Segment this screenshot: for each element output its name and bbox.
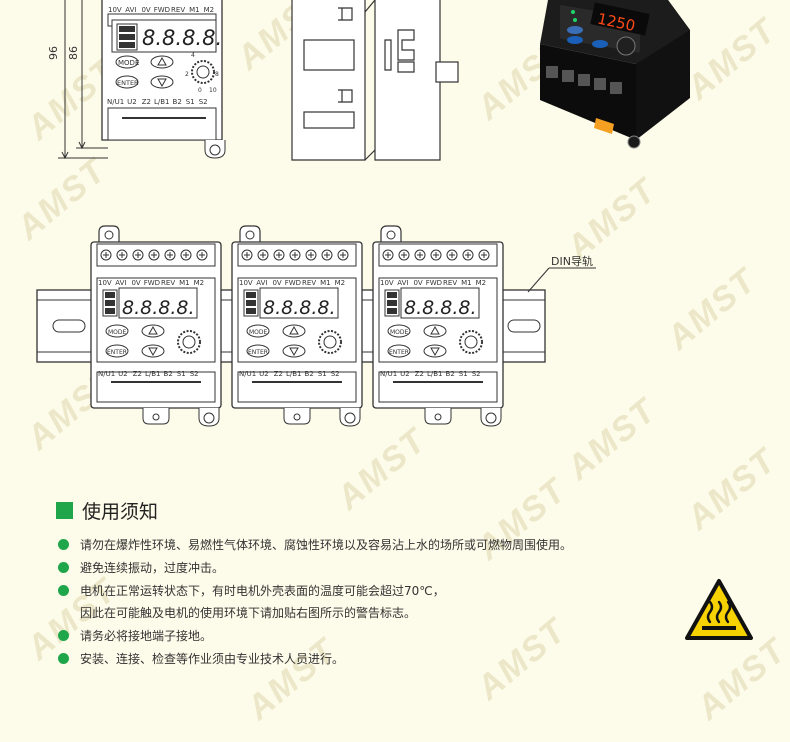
dimension-outer: 96 — [47, 46, 60, 60]
module-1-display: 8.8.8.8. — [122, 297, 195, 319]
bullet-icon — [58, 562, 69, 573]
svg-text:ENTER: ENTER — [248, 349, 268, 356]
bullet-icon — [58, 539, 69, 550]
side-view — [291, 0, 459, 161]
usage-notes-list: 请勿在爆炸性环境、易燃性气体环境、腐蚀性环境以及容易沾上水的场所或可燃物周围使用… — [58, 534, 678, 671]
bullet-icon — [58, 585, 69, 596]
svg-text:MODE: MODE — [249, 329, 268, 336]
svg-text:MODE: MODE — [108, 329, 127, 336]
hot-surface-warning-icon — [685, 579, 753, 640]
technical-drawings: 96 86 8.8.8.8. MODE ENTER 4 2 8 0 10 N/U… — [36, 0, 690, 427]
heading-square-icon — [56, 502, 73, 519]
note-item: 请勿在爆炸性环境、易燃性气体环境、腐蚀性环境以及容易沾上水的场所或可燃物周围使用… — [58, 534, 678, 556]
dimension-inner: 86 — [67, 46, 80, 60]
din-rail-label: DIN导轨 — [551, 254, 593, 268]
svg-text:8: 8 — [215, 71, 219, 78]
note-item: 避免连续振动，过度冲击。 — [58, 557, 678, 579]
front-view-display: 8.8.8.8. — [142, 26, 222, 50]
svg-text:10: 10 — [209, 87, 217, 94]
module-3 — [372, 225, 504, 427]
bullet-icon — [58, 653, 69, 664]
svg-text:ENTER: ENTER — [389, 349, 409, 356]
section-title: 使用须知 — [82, 501, 159, 523]
module-2 — [231, 225, 363, 427]
svg-text:2: 2 — [185, 71, 189, 78]
mode-label: MODE — [118, 59, 139, 67]
product-photo: 1250 — [540, 0, 690, 149]
bullet-icon — [58, 630, 69, 641]
module-3-display: 8.8.8.8. — [404, 297, 477, 319]
svg-text:MODE: MODE — [390, 329, 409, 336]
note-item: 请务必将接地端子接地。 — [58, 625, 678, 647]
note-item: 电机在正常运转状态下，有时电机外壳表面的温度可能会超过70℃， 因此在可能触及电… — [58, 580, 678, 624]
note-item: 安装、连接、检查等作业须由专业技术人员进行。 — [58, 648, 678, 670]
module-2-display: 8.8.8.8. — [263, 297, 336, 319]
module-1 — [90, 225, 222, 427]
svg-text:0: 0 — [198, 87, 202, 94]
enter-label: ENTER — [117, 79, 139, 87]
section-heading: 使用须知 — [56, 497, 158, 524]
dimension-lines — [58, 0, 108, 160]
svg-text:ENTER: ENTER — [107, 349, 127, 356]
svg-text:4: 4 — [191, 52, 195, 59]
